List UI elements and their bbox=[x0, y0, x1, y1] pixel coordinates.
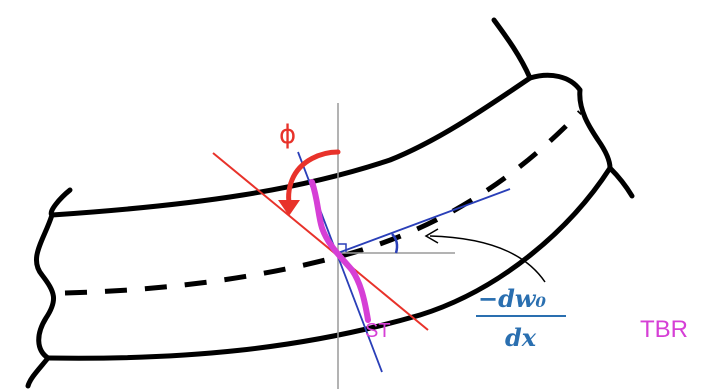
slope-numerator: −dw₀ bbox=[478, 284, 547, 313]
normal-to-axis-line bbox=[212, 152, 429, 331]
leader-arrow bbox=[429, 235, 546, 283]
beam-left-break bbox=[25, 187, 73, 389]
beam-bottom-edge bbox=[45, 165, 613, 361]
slope-denominator: dx bbox=[505, 323, 537, 352]
beam-right-break bbox=[491, 17, 635, 199]
rotation-arrowhead bbox=[278, 200, 300, 216]
phi-label: ϕ bbox=[279, 120, 296, 150]
tbr-label: TBR bbox=[640, 316, 688, 343]
slope-angle-arc bbox=[391, 233, 399, 254]
st-label: ST bbox=[365, 320, 391, 342]
beam-neutral-axis bbox=[64, 110, 582, 296]
deformed-section-curve bbox=[309, 179, 371, 323]
leader-arrowhead bbox=[424, 228, 439, 244]
tangent-line bbox=[337, 188, 511, 254]
beam-top-edge bbox=[49, 75, 533, 218]
